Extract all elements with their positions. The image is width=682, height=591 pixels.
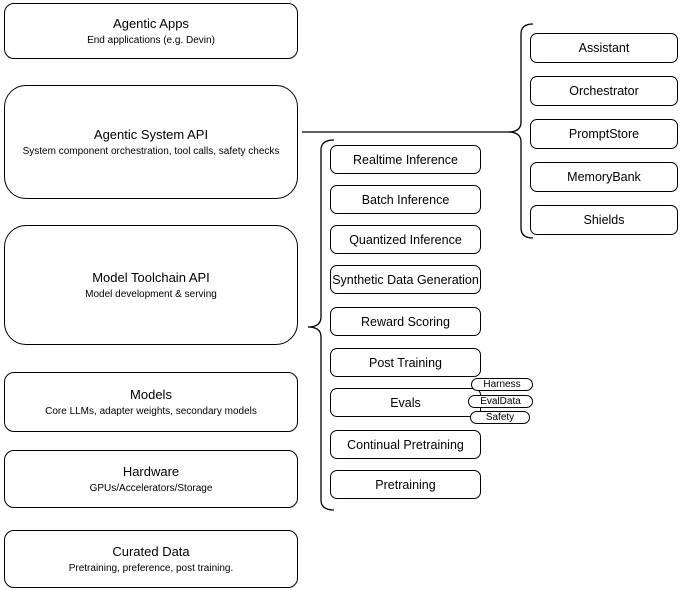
- box-model-toolchain-api-title: Model Toolchain API: [92, 269, 210, 285]
- pill-harness: Harness: [471, 378, 533, 391]
- node-synthetic-data-generation: Synthetic Data Generation: [330, 265, 481, 294]
- node-quantized-inference: Quantized Inference: [330, 225, 481, 254]
- node-continual-pretraining: Continual Pretraining: [330, 430, 481, 459]
- box-models-title: Models: [130, 386, 172, 402]
- node-evals: Evals: [330, 388, 481, 417]
- box-model-toolchain-api-subtitle: Model development & serving: [85, 288, 217, 300]
- node-realtime-inference: Realtime Inference: [330, 145, 481, 174]
- box-agentic-apps-title: Agentic Apps: [113, 15, 189, 31]
- box-curated-data-title: Curated Data: [112, 543, 190, 559]
- node-post-training: Post Training: [330, 348, 481, 377]
- box-curated-data-subtitle: Pretraining, preference, post training.: [68, 562, 234, 574]
- box-hardware-title: Hardware: [122, 463, 180, 479]
- box-agentic-system-api: Agentic System API System component orch…: [4, 85, 298, 199]
- node-pretraining: Pretraining: [330, 470, 481, 499]
- pill-safety: Safety: [470, 411, 530, 424]
- box-agentic-apps-subtitle: End applications (e.g. Devin): [87, 34, 215, 46]
- box-hardware: Hardware GPUs/Accelerators/Storage: [4, 450, 298, 508]
- node-orchestrator: Orchestrator: [530, 76, 678, 106]
- node-batch-inference: Batch Inference: [330, 185, 481, 214]
- box-agentic-system-api-subtitle: System component orchestration, tool cal…: [22, 145, 280, 157]
- box-model-toolchain-api: Model Toolchain API Model development & …: [4, 225, 298, 345]
- node-assistant: Assistant: [530, 33, 678, 63]
- node-reward-scoring: Reward Scoring: [330, 307, 481, 336]
- node-shields: Shields: [530, 205, 678, 235]
- node-memorybank: MemoryBank: [530, 162, 678, 192]
- box-curated-data: Curated Data Pretraining, preference, po…: [4, 530, 298, 588]
- box-models: Models Core LLMs, adapter weights, secon…: [4, 372, 298, 432]
- box-agentic-apps: Agentic Apps End applications (e.g. Devi…: [4, 3, 298, 59]
- box-models-subtitle: Core LLMs, adapter weights, secondary mo…: [45, 405, 257, 417]
- box-agentic-system-api-title: Agentic System API: [93, 126, 209, 142]
- box-hardware-subtitle: GPUs/Accelerators/Storage: [89, 482, 213, 494]
- pill-evaldata: EvalData: [468, 395, 533, 408]
- node-promptstore: PromptStore: [530, 119, 678, 149]
